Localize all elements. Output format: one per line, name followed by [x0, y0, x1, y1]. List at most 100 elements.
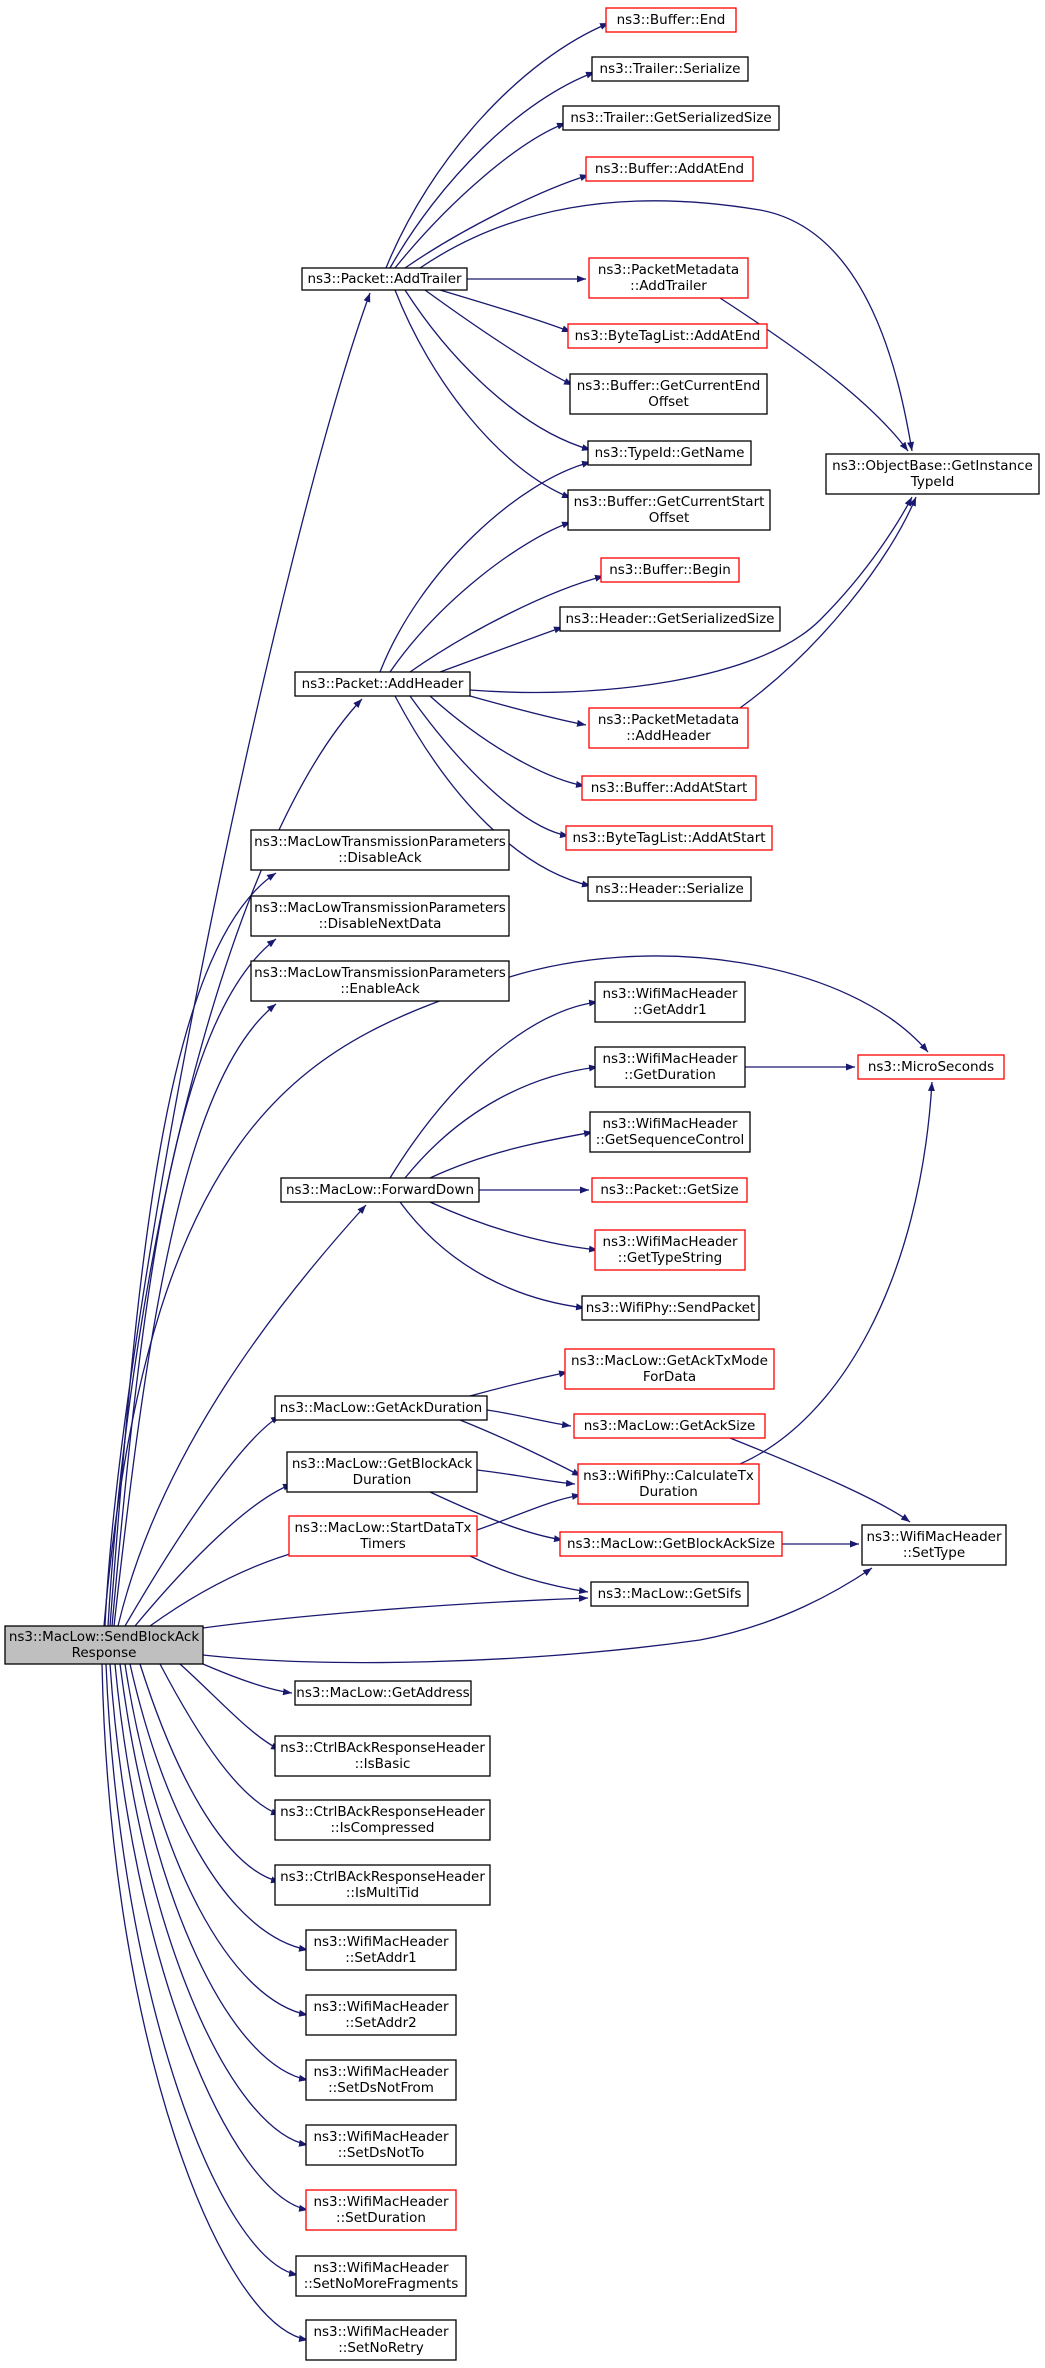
node-box — [581, 775, 757, 801]
node-pmAddHeader[interactable]: ns3::PacketMetadata::AddHeader — [588, 707, 749, 749]
node-getSifs[interactable]: ns3::MacLow::GetSifs — [590, 1581, 749, 1607]
node-label: ::GetAddr1 — [633, 1002, 706, 1018]
node-label: ns3::PacketMetadata — [598, 712, 739, 728]
node-sendPacket[interactable]: ns3::WifiPhy::SendPacket — [581, 1295, 760, 1321]
node-isBasic[interactable]: ns3::CtrlBAckResponseHeader::IsBasic — [274, 1735, 491, 1777]
edge-addHeader-to-bufferAddAtStart — [429, 695, 586, 788]
node-forwardDown[interactable]: ns3::MacLow::ForwardDown — [280, 1177, 480, 1203]
node-box — [573, 1413, 766, 1439]
node-label: ns3::MacLow::GetBlockAckSize — [567, 1536, 775, 1552]
node-getTypeString[interactable]: ns3::WifiMacHeader::GetTypeString — [594, 1229, 746, 1271]
node-headerSerialize[interactable]: ns3::Header::Serialize — [587, 876, 752, 902]
node-bufferAddAtStart[interactable]: ns3::Buffer::AddAtStart — [581, 775, 757, 801]
node-label: ::GetDuration — [624, 1067, 716, 1083]
node-getAckSize[interactable]: ns3::MacLow::GetAckSize — [573, 1413, 766, 1439]
node-setNoMoreFragments[interactable]: ns3::WifiMacHeader::SetNoMoreFragments — [295, 2255, 467, 2297]
node-label: ns3::ByteTagList::AddAtEnd — [575, 328, 761, 344]
node-addTrailer[interactable]: ns3::Packet::AddTrailer — [301, 267, 468, 291]
edge-addHeader-to-typeIdGetName — [379, 460, 592, 673]
node-box — [280, 1177, 480, 1203]
edge-addTrailer-to-btlAddAtEnd — [439, 289, 572, 333]
node-box — [305, 2319, 457, 2361]
node-bufferAddAtEnd[interactable]: ns3::Buffer::AddAtEnd — [585, 156, 754, 182]
node-setNoRetry[interactable]: ns3::WifiMacHeader::SetNoRetry — [305, 2319, 457, 2361]
node-getBlockAckSize[interactable]: ns3::MacLow::GetBlockAckSize — [559, 1531, 783, 1557]
node-label: ForData — [643, 1369, 696, 1385]
edge-addHeader-to-getCurrentStartOffset — [389, 521, 572, 673]
node-trailerSerialize[interactable]: ns3::Trailer::Serialize — [591, 56, 749, 82]
node-getDuration[interactable]: ns3::WifiMacHeader::GetDuration — [594, 1046, 746, 1088]
node-label: ::SetDsNotTo — [338, 2145, 425, 2161]
node-label: ns3::Buffer::GetCurrentStart — [574, 494, 765, 510]
node-getSequenceControl[interactable]: ns3::WifiMacHeader::GetSequenceControl — [589, 1111, 751, 1153]
node-label: ns3::WifiMacHeader — [313, 2324, 449, 2340]
node-enableAck[interactable]: ns3::MacLowTransmissionParameters::Enabl… — [250, 960, 510, 1002]
node-setDsNotFrom[interactable]: ns3::WifiMacHeader::SetDsNotFrom — [305, 2059, 457, 2101]
node-box — [250, 829, 510, 871]
node-isMultiTid[interactable]: ns3::CtrlBAckResponseHeader::IsMultiTid — [274, 1864, 491, 1906]
node-box — [564, 1348, 775, 1390]
node-box — [589, 1111, 751, 1153]
node-getAckDuration[interactable]: ns3::MacLow::GetAckDuration — [274, 1395, 488, 1421]
node-label: ns3::WifiMacHeader — [313, 2064, 449, 2080]
node-box — [274, 1395, 488, 1421]
node-isCompressed[interactable]: ns3::CtrlBAckResponseHeader::IsCompresse… — [274, 1799, 491, 1841]
edge-root-to-setDsNotTo — [114, 1663, 309, 2147]
node-label: ns3::Header::GetSerializedSize — [566, 611, 775, 627]
node-box — [305, 2124, 457, 2166]
node-setType[interactable]: ns3::WifiMacHeader::SetType — [861, 1524, 1007, 1566]
node-btlAddAtStart[interactable]: ns3::ByteTagList::AddAtStart — [565, 825, 773, 851]
node-addHeader[interactable]: ns3::Packet::AddHeader — [294, 671, 471, 697]
node-label: ns3::Buffer::Begin — [609, 562, 731, 578]
node-getAddress[interactable]: ns3::MacLow::GetAddress — [294, 1680, 472, 1706]
node-box — [286, 1451, 478, 1493]
node-box — [294, 1680, 472, 1706]
node-box — [559, 606, 781, 632]
node-microSeconds[interactable]: ns3::MicroSeconds — [857, 1054, 1005, 1080]
node-bufferBegin[interactable]: ns3::Buffer::Begin — [600, 557, 740, 583]
node-box — [594, 1229, 746, 1271]
node-setDsNotTo[interactable]: ns3::WifiMacHeader::SetDsNotTo — [305, 2124, 457, 2166]
node-btlAddAtEnd[interactable]: ns3::ByteTagList::AddAtEnd — [567, 323, 768, 349]
node-typeIdGetName[interactable]: ns3::TypeId::GetName — [587, 440, 752, 466]
node-setAddr1[interactable]: ns3::WifiMacHeader::SetAddr1 — [305, 1929, 457, 1971]
node-box — [305, 1929, 457, 1971]
edge-forwardDown-to-getTypeString — [429, 1201, 599, 1253]
node-packetGetSize[interactable]: ns3::Packet::GetSize — [591, 1177, 748, 1203]
node-getAddr1[interactable]: ns3::WifiMacHeader::GetAddr1 — [594, 981, 746, 1023]
edge-addHeader-to-bufferBegin — [409, 574, 605, 673]
node-label: ns3::MacLow::GetAckDuration — [280, 1400, 483, 1416]
node-bufferEnd[interactable]: ns3::Buffer::End — [605, 7, 737, 33]
edge-addHeader-to-headerGetSerializedSize — [439, 626, 564, 673]
node-disableAck[interactable]: ns3::MacLowTransmissionParameters::Disab… — [250, 829, 510, 871]
node-disableNextData[interactable]: ns3::MacLowTransmissionParameters::Disab… — [250, 895, 510, 937]
edge-getBlockAckDuration-to-getBlockAckSize — [429, 1491, 564, 1543]
node-label: ns3::WifiMacHeader — [313, 2194, 449, 2210]
edge-getAckDuration-to-getAckSize — [486, 1409, 572, 1429]
node-box — [594, 981, 746, 1023]
node-label: ns3::MacLow::GetAckTxMode — [571, 1353, 768, 1369]
node-setDuration[interactable]: ns3::WifiMacHeader::SetDuration — [305, 2189, 457, 2231]
node-setAddr2[interactable]: ns3::WifiMacHeader::SetAddr2 — [305, 1994, 457, 2036]
node-headerGetSerializedSize[interactable]: ns3::Header::GetSerializedSize — [559, 606, 781, 632]
edge-addHeader-to-pmAddHeader — [469, 695, 587, 727]
node-box — [825, 453, 1040, 495]
node-label: Duration — [639, 1484, 698, 1500]
node-box — [577, 1463, 760, 1505]
node-box — [288, 1515, 478, 1557]
node-box — [594, 1046, 746, 1088]
node-label: Timers — [359, 1536, 406, 1552]
node-label: ns3::WifiPhy::SendPacket — [586, 1300, 756, 1316]
node-trailerGetSerializedSize[interactable]: ns3::Trailer::GetSerializedSize — [562, 105, 780, 131]
node-pmAddTrailer[interactable]: ns3::PacketMetadata::AddTrailer — [588, 257, 749, 299]
edge-addHeader-to-headerSerialize — [394, 695, 592, 888]
